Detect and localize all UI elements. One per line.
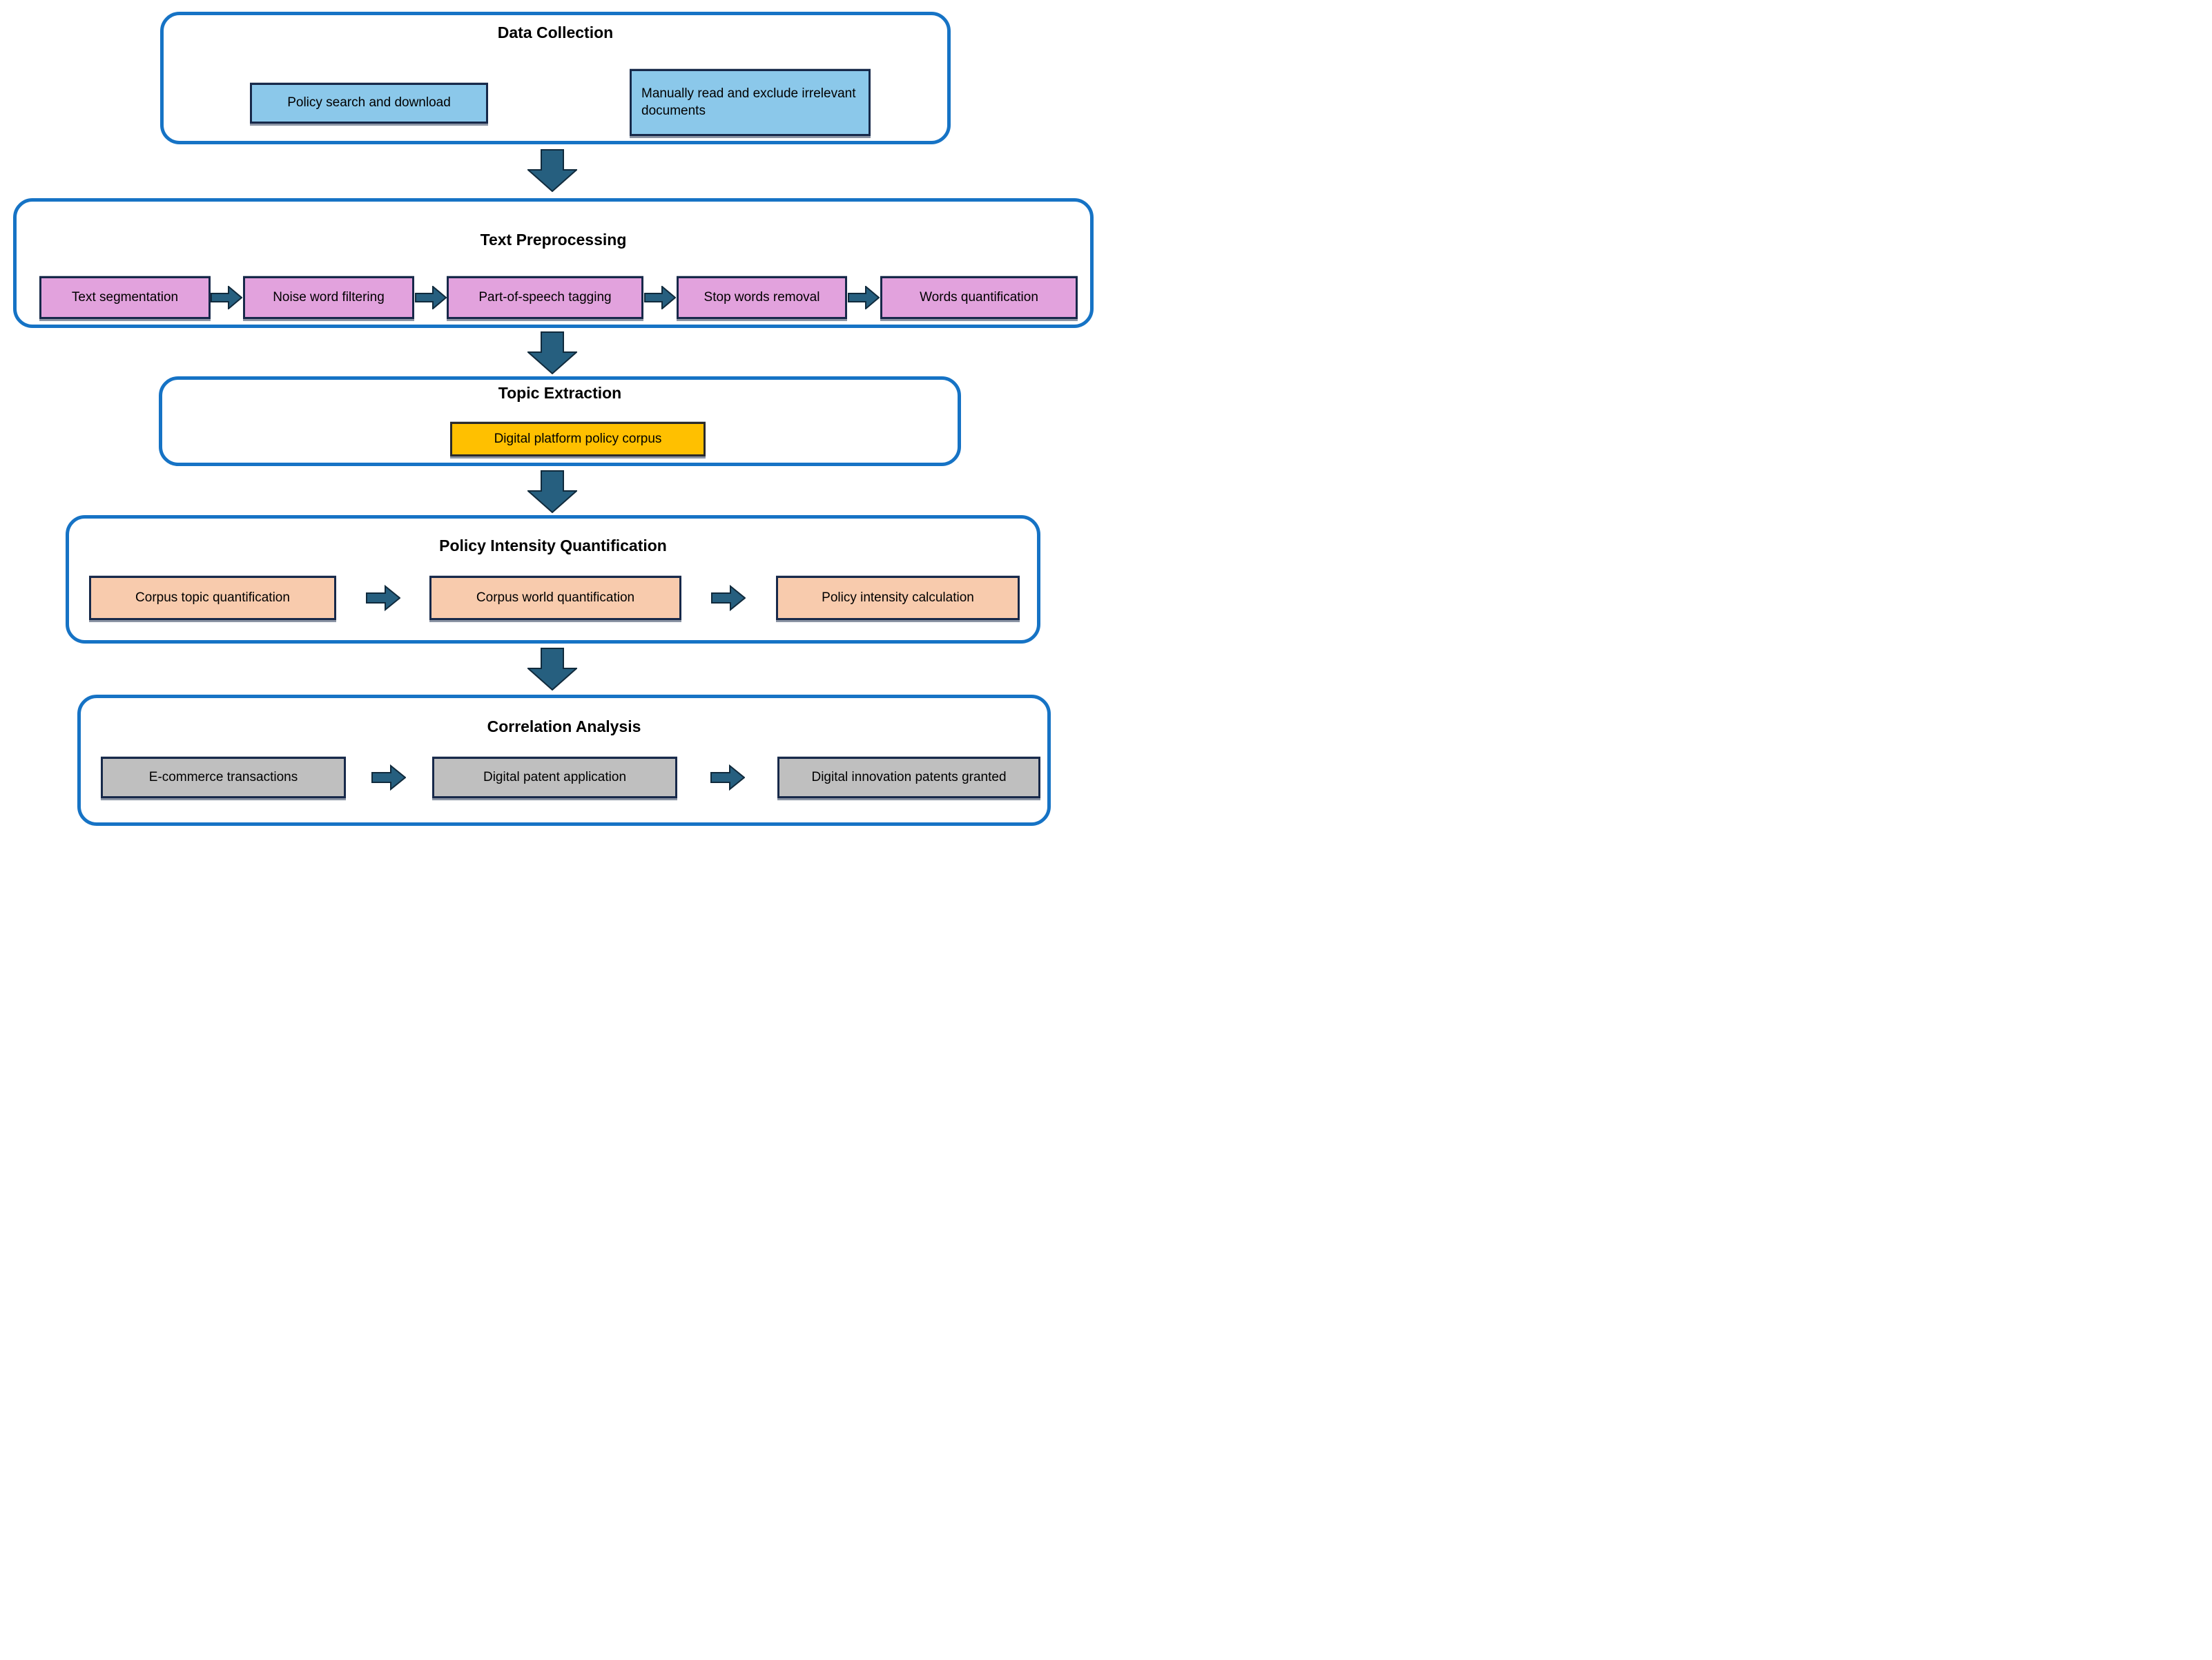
node-stop-words-removal: Stop words removal	[677, 276, 847, 319]
stage-correlation-analysis: Correlation Analysis E-commerce transact…	[77, 695, 1051, 826]
node-corpus-world-quantification: Corpus world quantification	[429, 576, 681, 620]
stage-title-text-preprocessing: Text Preprocessing	[480, 231, 627, 249]
stage-title-correlation-analysis: Correlation Analysis	[487, 717, 641, 735]
flowchart-canvas: Data Collection Policy search and downlo…	[0, 0, 1106, 830]
stage-text-preprocessing: Text Preprocessing Text segmentation Noi…	[13, 198, 1094, 328]
flow-arrow-right-icon	[711, 584, 746, 612]
node-manually-read-and-exclude: Manually read and exclude irrelevant doc…	[630, 69, 871, 136]
flow-arrow-down-icon	[527, 331, 577, 374]
node-policy-intensity-calculation: Policy intensity calculation	[776, 576, 1020, 620]
stage-title-topic-extraction: Topic Extraction	[498, 384, 622, 402]
flow-arrow-right-icon	[371, 764, 406, 791]
flow-arrow-right-icon	[415, 286, 447, 309]
flow-arrow-down-icon	[527, 149, 577, 192]
node-digital-platform-policy-corpus: Digital platform policy corpus	[450, 422, 706, 456]
flow-arrow-right-icon	[710, 764, 745, 791]
stage-policy-intensity-quantification: Policy Intensity Quantification Corpus t…	[66, 515, 1040, 644]
stage-topic-extraction: Topic Extraction Digital platform policy…	[159, 376, 961, 466]
stage-title-data-collection: Data Collection	[497, 23, 614, 41]
flow-arrow-right-icon	[644, 286, 676, 309]
node-digital-innovation-patents-granted: Digital innovation patents granted	[777, 757, 1040, 798]
flow-arrow-right-icon	[211, 286, 242, 309]
node-digital-patent-application: Digital patent application	[432, 757, 677, 798]
flow-arrow-down-icon	[527, 470, 577, 513]
node-text-segmentation: Text segmentation	[39, 276, 211, 319]
node-part-of-speech-tagging: Part-of-speech tagging	[447, 276, 643, 319]
node-e-commerce-transactions: E-commerce transactions	[101, 757, 346, 798]
node-words-quantification: Words quantification	[880, 276, 1078, 319]
flow-arrow-right-icon	[848, 286, 880, 309]
node-corpus-topic-quantification: Corpus topic quantification	[89, 576, 336, 620]
node-noise-word-filtering: Noise word filtering	[243, 276, 414, 319]
flow-arrow-down-icon	[527, 648, 577, 691]
stage-title-policy-intensity-quantification: Policy Intensity Quantification	[439, 537, 667, 554]
node-policy-search-and-download: Policy search and download	[250, 83, 488, 124]
flow-arrow-right-icon	[366, 584, 400, 612]
stage-data-collection: Data Collection Policy search and downlo…	[160, 12, 951, 144]
